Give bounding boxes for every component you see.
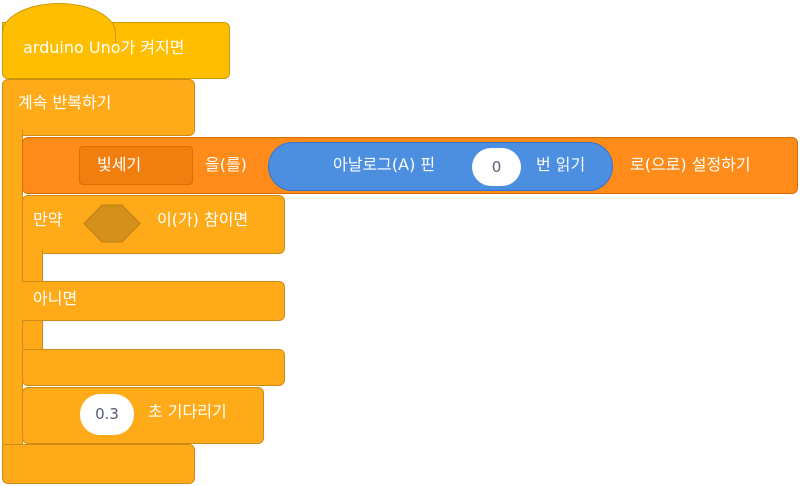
wait-seconds-input[interactable]: 0.3 bbox=[80, 394, 134, 435]
then-label: 이(가) 참이면 bbox=[157, 210, 249, 229]
set-suffix: 로(으로) 설정하기 bbox=[630, 155, 751, 174]
arm-fill-1 bbox=[23, 282, 42, 320]
if-else-bottom bbox=[22, 349, 285, 386]
wait-label: 초 기다리기 bbox=[148, 402, 227, 421]
pin-input[interactable]: 0 bbox=[472, 148, 521, 186]
forever-block[interactable] bbox=[2, 79, 195, 136]
analog-read-label: 아날로그(A) 핀 bbox=[333, 155, 436, 174]
else-label: 아니면 bbox=[33, 289, 78, 308]
hat-label: arduino Uno가 켜지면 bbox=[23, 38, 185, 57]
if-else-block[interactable] bbox=[22, 195, 285, 254]
wait-block[interactable] bbox=[22, 387, 264, 444]
hat-dome bbox=[2, 3, 116, 43]
variable-name: 빛세기 bbox=[97, 155, 142, 174]
forever-bottom bbox=[2, 444, 195, 484]
analog-read-reporter[interactable] bbox=[268, 142, 613, 191]
condition-slot[interactable] bbox=[83, 204, 141, 243]
arm-fill-2 bbox=[23, 350, 42, 360]
analog-read-suffix: 번 읽기 bbox=[536, 155, 586, 174]
variable-dropdown[interactable] bbox=[79, 146, 193, 185]
forever-label: 계속 반복하기 bbox=[18, 93, 112, 112]
set-to-label: 을(를) bbox=[205, 155, 247, 174]
else-section bbox=[22, 281, 285, 321]
if-label: 만약 bbox=[33, 210, 63, 229]
forever-arm bbox=[2, 130, 23, 450]
